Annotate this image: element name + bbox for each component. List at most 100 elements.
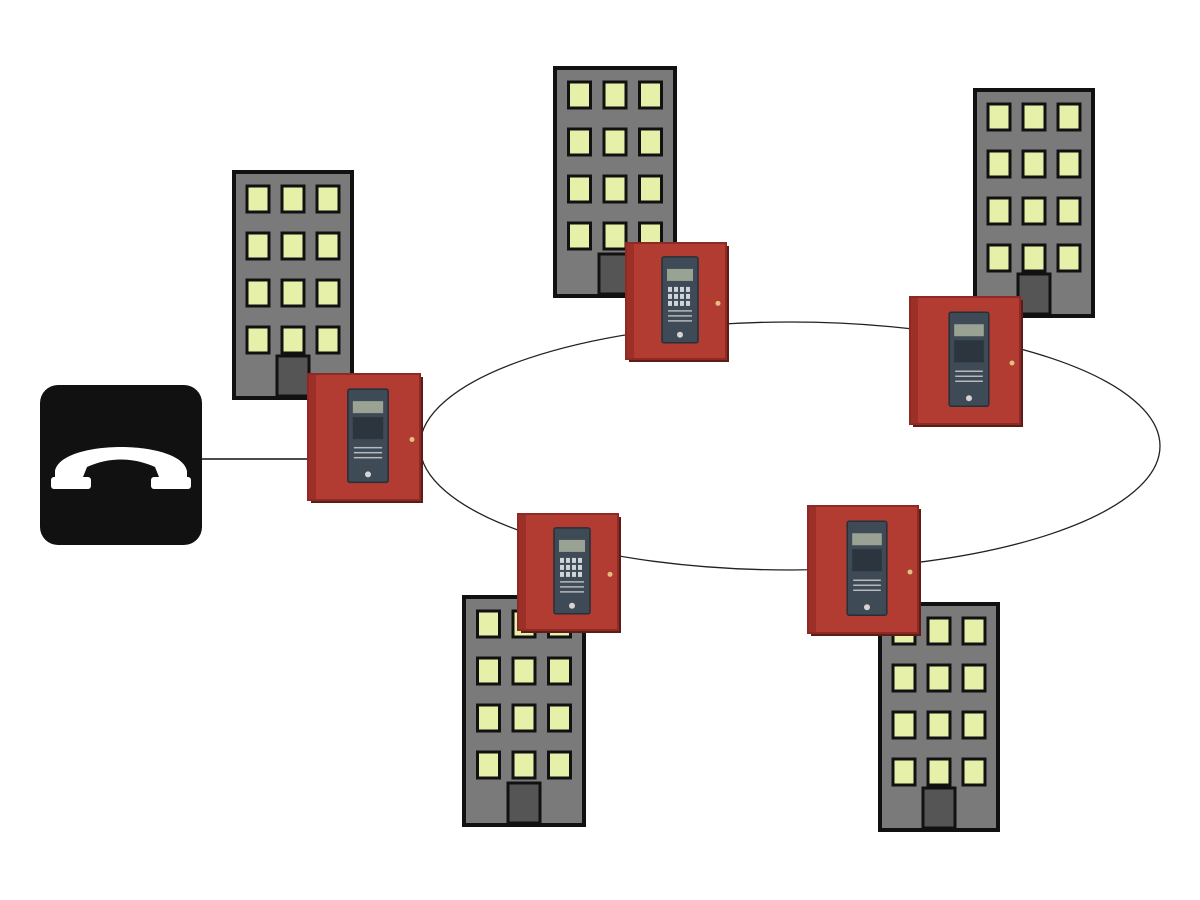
building-window: [1021, 149, 1047, 179]
panel-lock: [715, 300, 721, 306]
panel-3-fire-alarm-panel-icon: [909, 296, 1023, 427]
panel-5-fire-alarm-panel-icon: [807, 505, 921, 636]
panel-lcd: [852, 533, 882, 546]
panel-edge: [808, 506, 816, 633]
panel-key: [686, 293, 690, 299]
panel-key: [578, 571, 582, 577]
panel-label-line: [353, 446, 383, 449]
panel-label-line: [668, 315, 692, 317]
building-window: [476, 703, 501, 733]
building-window: [961, 757, 987, 787]
panel-label-line: [955, 375, 983, 378]
panel-label-line: [353, 456, 383, 459]
panel-key: [668, 286, 672, 292]
building-window: [547, 656, 572, 686]
panel-key: [680, 286, 684, 292]
panel-key: [674, 300, 678, 306]
panel-label-line: [668, 310, 692, 312]
building-door: [275, 354, 311, 398]
panel-label-line: [853, 589, 881, 592]
panel-2-fire-alarm-panel-icon: [625, 242, 729, 362]
building-window: [547, 750, 572, 780]
building-window: [245, 325, 271, 355]
panel-status-leds: [954, 340, 984, 363]
panel-label-line: [668, 320, 692, 322]
panel-key: [560, 557, 564, 563]
building-window: [511, 703, 537, 733]
building-5-icon: [878, 602, 1000, 832]
panel-lock: [409, 437, 415, 443]
panel-key: [578, 564, 582, 570]
building-window: [280, 278, 306, 308]
panel-4-fire-alarm-panel-icon: [517, 513, 621, 633]
building-window: [567, 174, 592, 204]
building-window: [280, 231, 306, 261]
building-window: [315, 325, 341, 355]
building-window: [926, 663, 952, 693]
building-window: [245, 184, 271, 214]
phone-layer: [40, 385, 202, 545]
building-window: [986, 196, 1012, 226]
panel-status-leds: [852, 549, 882, 572]
panel-label-line: [560, 581, 584, 583]
panel-key: [674, 286, 678, 292]
phone-tile: [40, 385, 202, 545]
building-window: [1021, 196, 1047, 226]
building-window: [567, 127, 592, 157]
building-window: [1056, 196, 1082, 226]
building-door: [506, 781, 542, 825]
building-window: [567, 80, 592, 110]
building-window: [315, 231, 341, 261]
panel-edge: [910, 297, 918, 424]
panels-layer: [307, 242, 1023, 636]
building-window: [1021, 243, 1047, 273]
panel-label-line: [853, 584, 881, 587]
building-window: [315, 278, 341, 308]
panel-lock: [1009, 360, 1015, 366]
panel-key: [674, 293, 678, 299]
building-window: [1056, 149, 1082, 179]
panel-label-line: [955, 380, 983, 383]
panel-key: [572, 557, 576, 563]
panel-key: [668, 300, 672, 306]
buildings-layer: [232, 66, 1095, 832]
building-window: [315, 184, 341, 214]
building-door: [1016, 272, 1052, 316]
building-window: [602, 80, 628, 110]
telephone-handset-icon: [40, 385, 202, 545]
building-window: [567, 221, 592, 251]
building-window: [961, 616, 987, 646]
panel-logo-mark: [966, 395, 972, 402]
panel-key: [686, 286, 690, 292]
panel-key: [566, 557, 570, 563]
panel-lcd: [559, 539, 585, 552]
panel-label-line: [853, 579, 881, 582]
building-window: [280, 325, 306, 355]
building-window: [986, 149, 1012, 179]
panel-label-line: [560, 591, 584, 593]
panel-lcd: [954, 324, 984, 337]
building-window: [961, 663, 987, 693]
panel-label-line: [955, 370, 983, 373]
building-window: [638, 127, 663, 157]
panel-edge: [308, 374, 316, 500]
panel-lock: [607, 571, 613, 577]
panel-key: [560, 571, 564, 577]
panel-label-line: [560, 586, 584, 588]
building-window: [511, 750, 537, 780]
panel-status-leds: [352, 417, 384, 440]
building-2-icon: [553, 66, 677, 298]
building-window: [280, 184, 306, 214]
panel-key: [572, 564, 576, 570]
building-1-icon: [232, 170, 354, 400]
building-window: [476, 750, 501, 780]
building-window: [1021, 102, 1047, 132]
building-window: [602, 127, 628, 157]
handset-ear-right: [151, 477, 191, 489]
building-window: [476, 656, 501, 686]
building-window: [245, 231, 271, 261]
handset-ear-left: [51, 477, 91, 489]
building-window: [961, 710, 987, 740]
